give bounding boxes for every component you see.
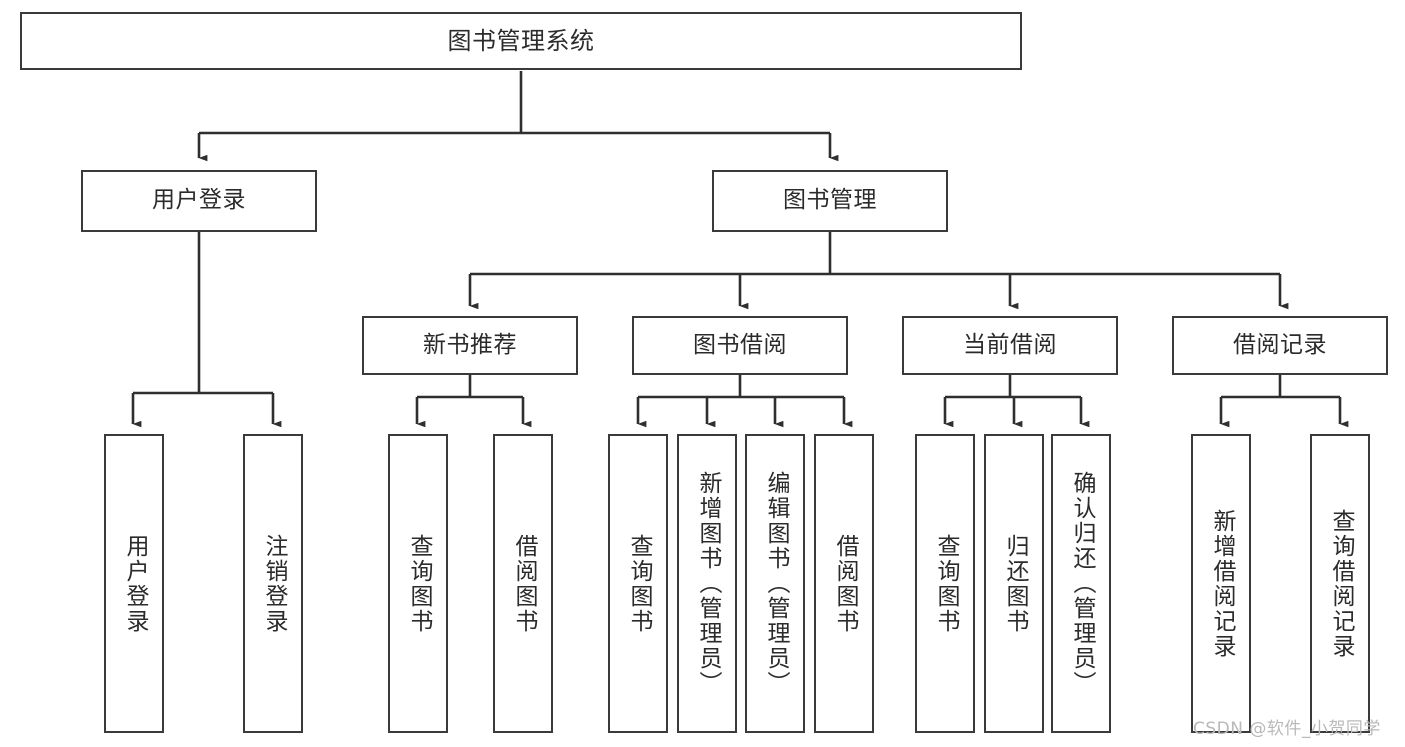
node-label: 用户登录 <box>121 533 148 634</box>
node-label: 注销登录 <box>260 533 287 634</box>
node-borrow-record[interactable]: 借阅记录 <box>1172 316 1388 375</box>
node-label: 借阅记录 <box>1233 331 1327 358</box>
node-label: 查询图书 <box>932 533 959 634</box>
node-root-system[interactable]: 图书管理系统 <box>20 12 1022 70</box>
node-label: 新书推荐 <box>423 331 517 358</box>
node-label: 查询图书 <box>625 533 652 634</box>
node-label: 用户登录 <box>152 187 246 214</box>
node-leaf-query-book-3[interactable]: 查询图书 <box>915 434 975 733</box>
node-label: 借阅图书 <box>510 533 537 634</box>
csdn-watermark: CSDN @软件_小贺同学 <box>1193 719 1381 739</box>
node-label: 当前借阅 <box>963 331 1057 358</box>
node-leaf-borrow-book-2[interactable]: 借阅图书 <box>814 434 874 733</box>
node-leaf-add-borrow-record[interactable]: 新增借阅记录 <box>1191 434 1251 733</box>
node-label: 查询图书 <box>405 533 432 634</box>
node-leaf-query-book-1[interactable]: 查询图书 <box>388 434 448 733</box>
node-label: 编辑图书（管理员） <box>762 471 789 696</box>
node-label: 新增借阅记录 <box>1208 508 1235 659</box>
node-label: 确认归还（管理员） <box>1068 471 1095 696</box>
node-current-borrow[interactable]: 当前借阅 <box>902 316 1118 375</box>
node-leaf-return-book[interactable]: 归还图书 <box>984 434 1044 733</box>
node-label: 查询借阅记录 <box>1327 508 1354 659</box>
node-leaf-logout-login[interactable]: 注销登录 <box>243 434 303 733</box>
node-label: 图书借阅 <box>693 331 787 358</box>
node-book-borrow[interactable]: 图书借阅 <box>632 316 848 375</box>
node-label: 图书管理系统 <box>447 26 595 55</box>
node-label: 图书管理 <box>783 187 877 214</box>
node-leaf-confirm-return-admin[interactable]: 确认归还（管理员） <box>1051 434 1111 733</box>
node-leaf-edit-book-admin[interactable]: 编辑图书（管理员） <box>745 434 805 733</box>
node-label: 归还图书 <box>1001 533 1028 634</box>
node-leaf-query-borrow-record[interactable]: 查询借阅记录 <box>1310 434 1370 733</box>
node-label: 新增图书（管理员） <box>694 471 721 696</box>
node-leaf-query-book-2[interactable]: 查询图书 <box>608 434 668 733</box>
node-user-login[interactable]: 用户登录 <box>81 170 317 232</box>
node-leaf-add-book-admin[interactable]: 新增图书（管理员） <box>677 434 737 733</box>
node-leaf-borrow-book-1[interactable]: 借阅图书 <box>493 434 553 733</box>
node-leaf-user-login[interactable]: 用户登录 <box>104 434 164 733</box>
node-book-manage[interactable]: 图书管理 <box>712 170 948 232</box>
node-new-book-recommend[interactable]: 新书推荐 <box>362 316 578 375</box>
node-label: 借阅图书 <box>831 533 858 634</box>
